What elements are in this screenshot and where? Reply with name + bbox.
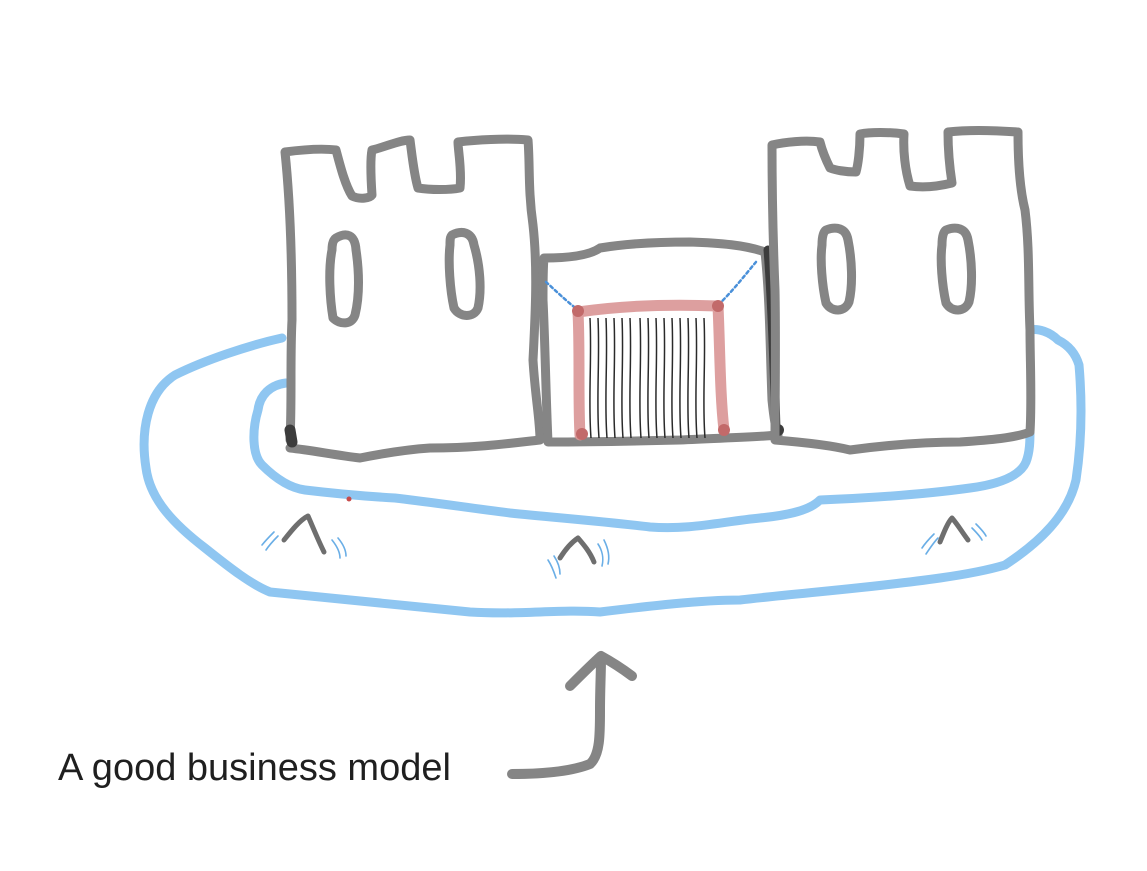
portcullis-icon (572, 299, 730, 441)
right-tower-window-1 (816, 223, 856, 315)
left-tower-outline (280, 134, 545, 463)
left-tower-window-2 (444, 228, 485, 320)
portcullis-frame (572, 299, 730, 441)
portcullis-frame-corner-bl (576, 428, 588, 440)
shark-fin-left (261, 513, 347, 559)
arrow-icon (507, 651, 637, 779)
shark-fin-middle (547, 535, 610, 579)
castle-right-tower-icon (767, 126, 1036, 455)
portcullis-bars (589, 317, 706, 439)
right-tower-outline (767, 126, 1036, 455)
portcullis-frame-corner-tr (712, 300, 724, 312)
chain-right (716, 260, 758, 307)
shark-fin-icon (261, 513, 987, 579)
castle-left-tower-icon (280, 134, 545, 463)
portcullis-frame-corner-tl (572, 305, 584, 317)
moat-outer-loop (139, 325, 1086, 618)
right-tower-window-2 (936, 223, 976, 315)
left-tower-base-mark (284, 424, 298, 448)
caption-text: A good business model (58, 747, 451, 789)
shark-fin-right (921, 515, 987, 555)
moat-inner-loop (249, 378, 1035, 533)
moat-icon (139, 325, 1086, 618)
arrow-head (565, 651, 637, 691)
chain-left (544, 280, 580, 312)
left-tower-window-1 (325, 230, 363, 328)
portcullis-frame-corner-br (718, 424, 730, 436)
arrow-shaft (507, 653, 606, 779)
stray-ink-dot (346, 496, 352, 502)
